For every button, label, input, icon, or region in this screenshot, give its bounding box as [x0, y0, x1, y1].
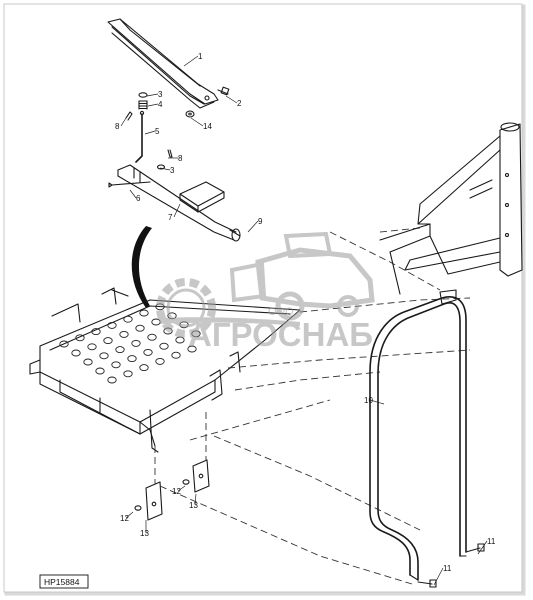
assembly-arrow	[131, 226, 152, 308]
callout-label-4: 4	[158, 100, 163, 109]
nut-14	[185, 110, 195, 118]
callout-leader-line	[225, 95, 238, 104]
callout-leader-line	[147, 103, 159, 107]
perforation-hole	[127, 355, 137, 363]
perforation-hole	[123, 315, 133, 323]
callout-label-7: 7	[168, 213, 173, 222]
perforation-hole	[115, 346, 125, 354]
bracket-right	[182, 459, 210, 493]
perforation-hole	[131, 339, 141, 347]
callout-label-12: 12	[120, 514, 129, 523]
callout-label-13: 13	[140, 529, 149, 538]
cab-frame	[379, 122, 523, 295]
callout-label-5: 5	[155, 127, 160, 136]
cotter-pin-lower	[167, 149, 173, 158]
callout-label-10: 10	[364, 396, 373, 405]
callout-label-1: 1	[198, 52, 203, 61]
perforation-hole	[71, 349, 81, 357]
washer-lower	[156, 164, 166, 170]
perforation-hole	[59, 340, 69, 348]
perforation-hole	[107, 376, 117, 384]
callout-label-9: 9	[258, 217, 263, 226]
gear-logo-icon	[156, 278, 300, 338]
perforation-hole	[155, 357, 165, 365]
callout-leader-line	[194, 493, 197, 506]
callout-leader-line	[129, 189, 137, 199]
callout-leader-line	[173, 203, 181, 218]
callout-label-3: 3	[170, 166, 175, 175]
figure-id-box: HP15884	[39, 574, 89, 589]
perforation-hole	[83, 358, 93, 366]
pedal-arm	[107, 18, 219, 109]
callout-label-11: 11	[487, 537, 496, 546]
perforation-hole	[135, 324, 145, 332]
figure-id-text: HP15884	[44, 577, 80, 587]
platform-perforations	[59, 303, 201, 384]
callout-label-14: 14	[203, 122, 212, 131]
callout-leader-line	[477, 540, 488, 555]
perforation-hole	[107, 321, 117, 329]
perforation-hole	[95, 367, 105, 375]
callout-leader-line	[125, 511, 134, 519]
callout-label-13: 13	[189, 501, 198, 510]
pedal-lever	[108, 164, 237, 241]
callout-label-11: 11	[443, 564, 452, 573]
watermark: ООО АГРОСНАБ	[156, 231, 375, 353]
perforation-hole	[143, 348, 153, 356]
callout-label-8: 8	[178, 154, 183, 163]
callout-label-6: 6	[136, 194, 141, 203]
perforation-hole	[111, 361, 121, 369]
rod-5	[135, 110, 145, 163]
frame-border	[3, 3, 523, 593]
alignment-lines	[154, 227, 471, 585]
perforation-hole	[187, 345, 197, 353]
bolt-2	[217, 86, 230, 96]
perforation-hole	[171, 351, 181, 359]
watermark-small-text: ООО	[268, 306, 294, 318]
bushing-9	[229, 228, 241, 242]
perforation-hole	[123, 370, 133, 378]
handrail	[369, 289, 485, 588]
callout-leader-line	[177, 485, 186, 492]
washer-spring	[138, 92, 148, 110]
callout-label-8: 8	[115, 122, 120, 131]
perforation-hole	[87, 343, 97, 351]
watermark-brand-text: АГРОСНАБ	[188, 316, 373, 353]
callout-label-12: 12	[172, 487, 181, 496]
callout-label-2: 2	[237, 99, 242, 108]
perforation-hole	[103, 337, 113, 345]
perforation-hole	[75, 334, 85, 342]
callout-leader-line	[183, 55, 199, 67]
cotter-pin-upper	[125, 111, 133, 121]
callout-label-3: 3	[158, 90, 163, 99]
perforation-hole	[91, 328, 101, 336]
perforation-hole	[99, 352, 109, 360]
callout-leader-line	[190, 117, 204, 127]
callout-leader-line	[146, 93, 159, 97]
callout-leader-line	[433, 567, 444, 586]
callout-leader-line	[120, 117, 127, 127]
combine-harvester-icon	[229, 231, 375, 321]
callout-leader-line	[247, 220, 259, 233]
perforation-hole	[147, 333, 157, 341]
perforation-hole	[139, 364, 149, 372]
perforation-hole	[139, 309, 149, 317]
callout-leader-line	[159, 167, 171, 171]
callout-leader-line	[369, 399, 385, 405]
perforation-hole	[159, 342, 169, 350]
callout-leader-line	[144, 130, 156, 135]
perforation-hole	[119, 330, 129, 338]
